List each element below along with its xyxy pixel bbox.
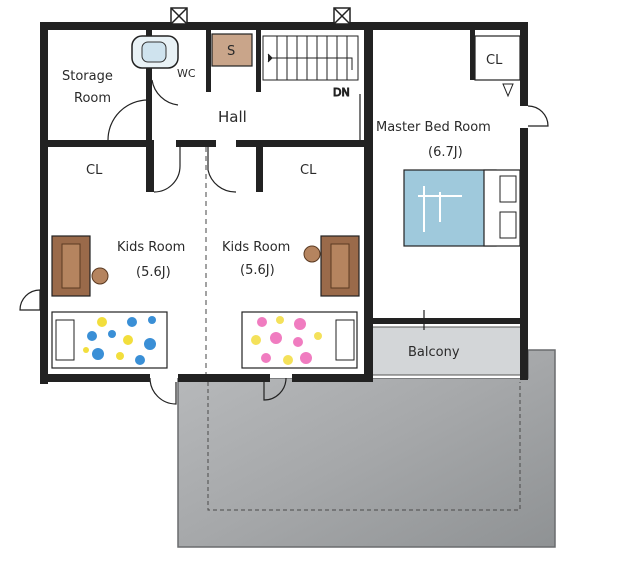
master-bedroom-label-2: (6.7J) [428, 145, 463, 160]
kids-right-bed-pattern [251, 316, 322, 365]
kids-right-label-2: (5.6J) [240, 263, 275, 278]
stairs-down-label: DN [333, 86, 350, 99]
master-closet-label: CL [486, 53, 503, 68]
s-closet: S [211, 33, 253, 67]
storage-room-label-1: Storage [62, 69, 113, 84]
master-closet [474, 35, 521, 81]
kids-right-closet-label: CL [300, 163, 317, 178]
kids-left-closet-label: CL [86, 163, 103, 178]
storage-room-label-2: Room [74, 91, 111, 106]
kids-room-left: CL Kids Room (5.6J) [19, 147, 237, 405]
master-bedroom-label-1: Master Bed Room [376, 120, 491, 135]
master-bedroom: CL Master Bed Room (6.7J) [376, 35, 549, 247]
master-window-door-icon [527, 105, 549, 127]
outer-walls [40, 22, 528, 384]
wc-room: WC [131, 35, 196, 106]
kids-right-label-1: Kids Room [222, 240, 290, 255]
stairs: DN [262, 35, 359, 100]
hall-label: Hall [218, 108, 247, 126]
master-bed-icon [403, 169, 497, 247]
storage-room: Storage Room [62, 69, 149, 141]
kids-left-label-2: (5.6J) [136, 265, 171, 280]
inner-walls [46, 30, 524, 324]
kids-left-label-1: Kids Room [117, 240, 185, 255]
top-vent-markers [170, 7, 351, 25]
kids-room-right: CL Kids Room (5.6J) [222, 163, 360, 401]
kids-left-bed-pattern [83, 316, 156, 365]
balcony-label: Balcony [408, 345, 460, 360]
wc-label: WC [177, 67, 196, 80]
kids-left-window-icon [19, 289, 41, 311]
s-closet-label: S [227, 44, 235, 59]
